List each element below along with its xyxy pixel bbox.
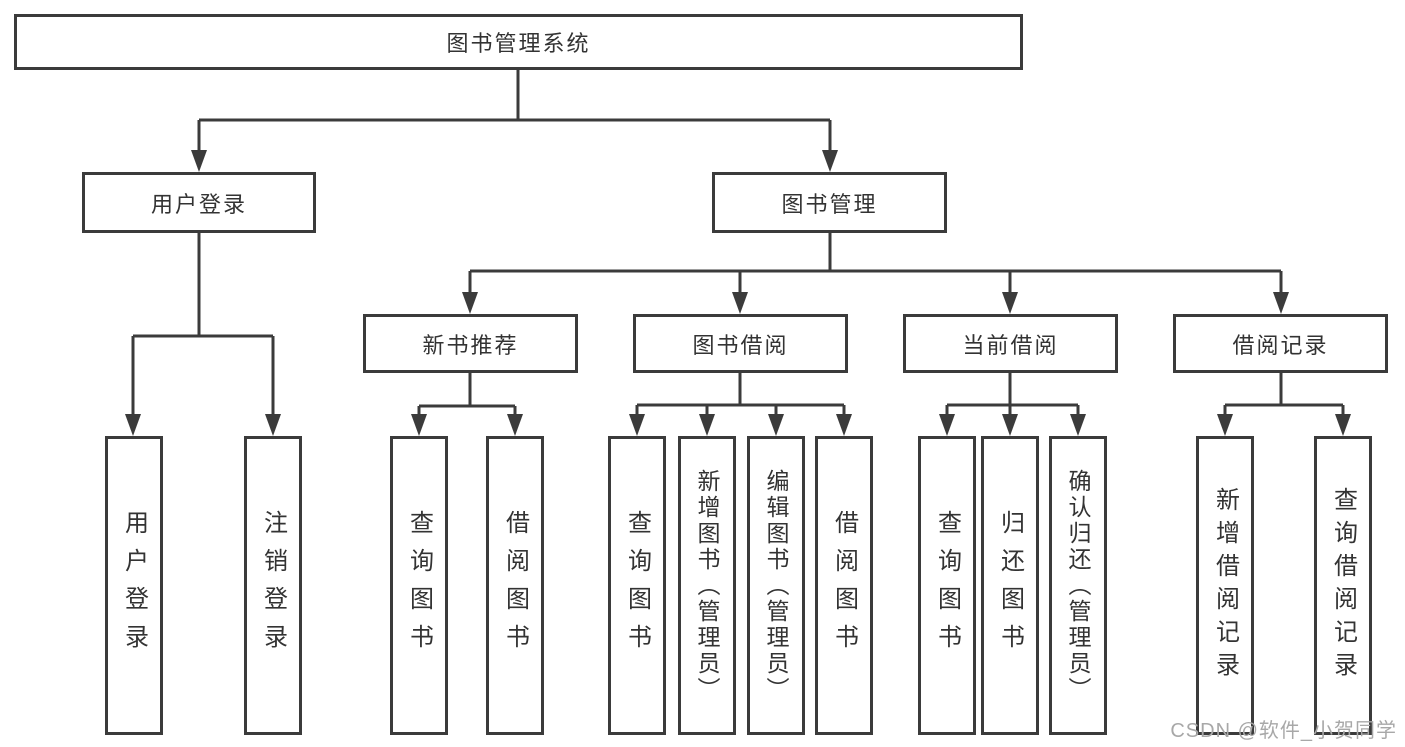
- leaf-borrow-books-recommend: 借阅图书: [486, 436, 544, 735]
- leaf-add-book-admin: 新增图书（管理员）: [678, 436, 736, 735]
- node-borrow-records: 借阅记录: [1173, 314, 1388, 373]
- connector-bookborrow-to-leaves: [635, 373, 846, 416]
- connector-bookmgmt-to-level2: [468, 233, 1283, 294]
- arrowheads: [125, 150, 1351, 436]
- node-book-management: 图书管理: [712, 172, 947, 233]
- node-current-borrowing: 当前借阅: [903, 314, 1118, 373]
- leaf-query-books-recommend: 查询图书: [390, 436, 448, 735]
- connector-currentborrow-to-leaves: [945, 373, 1080, 416]
- connector-userlogin-to-leaves: [131, 233, 275, 416]
- node-user-login: 用户登录: [82, 172, 316, 233]
- node-book-borrowing: 图书借阅: [633, 314, 848, 373]
- leaf-logout: 注销登录: [244, 436, 302, 735]
- leaf-edit-book-admin: 编辑图书（管理员）: [747, 436, 805, 735]
- connector-newbook-to-leaves: [417, 373, 517, 416]
- leaf-borrow-books: 借阅图书: [815, 436, 873, 735]
- leaf-query-borrow-record: 查询借阅记录: [1314, 436, 1372, 735]
- leaf-confirm-return-admin: 确认归还（管理员）: [1049, 436, 1107, 735]
- node-new-book-recommend: 新书推荐: [363, 314, 578, 373]
- leaf-query-books-borrow: 查询图书: [608, 436, 666, 735]
- csdn-watermark: CSDN @软件_小贺同学: [1170, 720, 1397, 742]
- node-root: 图书管理系统: [14, 14, 1023, 70]
- connector-root-to-level1: [197, 70, 832, 152]
- connector-borrowrecord-to-leaves: [1223, 373, 1345, 416]
- leaf-user-login: 用户登录: [105, 436, 163, 735]
- leaf-add-borrow-record: 新增借阅记录: [1196, 436, 1254, 735]
- leaf-return-books: 归还图书: [981, 436, 1039, 735]
- leaf-query-books-current: 查询图书: [918, 436, 976, 735]
